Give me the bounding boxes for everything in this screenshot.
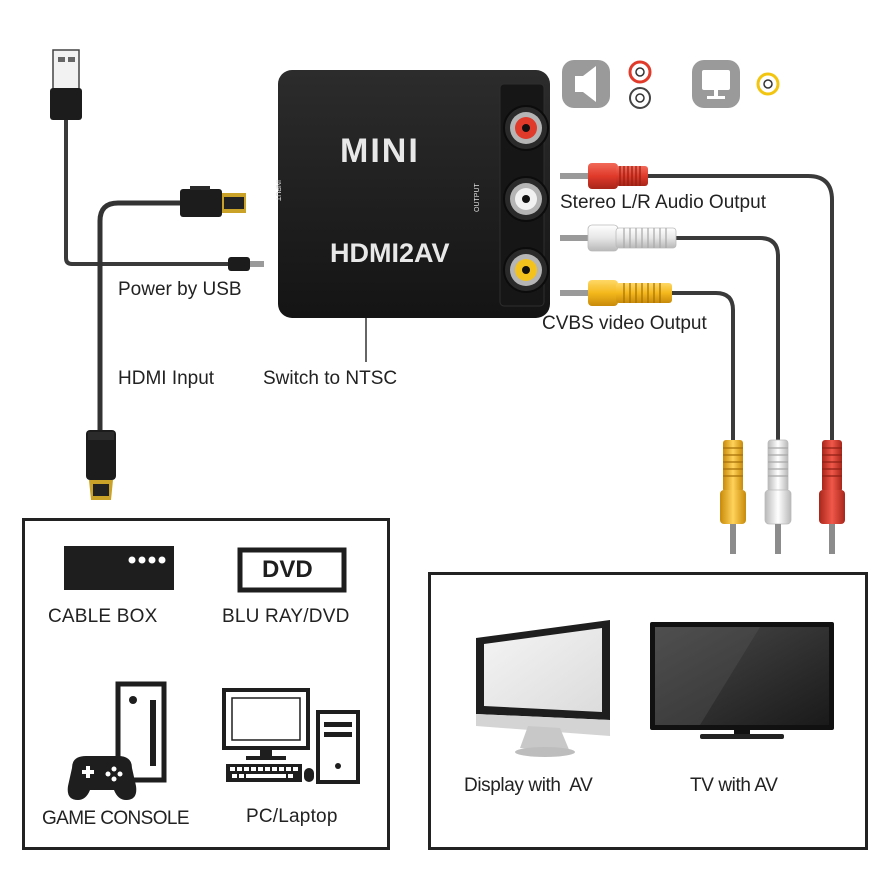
pc-laptop-label: PC/Laptop bbox=[246, 806, 338, 827]
cable-box-icon bbox=[64, 546, 174, 590]
output-port-label: OUTPUT bbox=[474, 183, 481, 212]
speaker-icon bbox=[562, 60, 610, 108]
converter-model-label: HDMI2AV bbox=[330, 238, 450, 268]
output-devices-panel bbox=[428, 572, 868, 850]
rca-plug-yellow-vertical bbox=[720, 440, 746, 554]
rca-cables bbox=[648, 174, 834, 440]
display-with-av-label: Display with AV bbox=[464, 775, 593, 796]
display-monitor-icon bbox=[476, 620, 610, 757]
cvbs-video-output-label: CVBS video Output bbox=[542, 313, 707, 334]
rca-plug-red-horizontal bbox=[560, 163, 648, 189]
hdmi-plug-top-icon bbox=[180, 186, 246, 217]
dvd-badge-text: DVD bbox=[262, 556, 313, 583]
pc-laptop-icon bbox=[222, 688, 360, 784]
hdmi-plug-bottom-icon bbox=[86, 430, 116, 500]
usb-plug-icon bbox=[50, 49, 82, 120]
power-plug-icon bbox=[228, 257, 264, 271]
hdmi-input-label: HDMI Input bbox=[118, 368, 215, 389]
switch-to-ntsc-label: Switch to NTSC bbox=[263, 368, 398, 389]
power-by-usb-label: Power by USB bbox=[118, 279, 242, 300]
dvd-badge-icon bbox=[237, 547, 347, 593]
audio-jack-red-icon bbox=[628, 60, 652, 84]
game-console-icon bbox=[67, 681, 167, 800]
converter-brand-label: MINI bbox=[340, 132, 420, 170]
rca-plug-red-vertical bbox=[819, 440, 845, 554]
tv-icon bbox=[650, 622, 834, 739]
rca-plug-yellow-horizontal bbox=[560, 280, 672, 306]
rca-socket-red bbox=[503, 105, 549, 151]
source-devices-panel bbox=[22, 518, 390, 850]
rca-plug-white-horizontal bbox=[560, 224, 677, 252]
monitor-icon bbox=[692, 60, 740, 108]
rca-socket-yellow bbox=[503, 247, 549, 293]
cable-box-label: CABLE BOX bbox=[48, 606, 158, 627]
stereo-audio-output-label: Stereo L/R Audio Output bbox=[560, 192, 766, 213]
usb-cable bbox=[64, 118, 232, 266]
game-console-label: GAME CONSOLE bbox=[42, 808, 190, 829]
input-port-label: INPUT bbox=[274, 180, 281, 201]
rca-plug-white-vertical bbox=[764, 439, 792, 554]
rca-socket-white bbox=[503, 176, 549, 222]
blu-ray-dvd-label: BLU RAY/DVD bbox=[222, 606, 350, 627]
audio-jack-white-icon bbox=[629, 87, 651, 109]
tv-with-av-label: TV with AV bbox=[690, 775, 778, 796]
video-jack-yellow-icon bbox=[756, 72, 780, 96]
hdmi-cable bbox=[97, 200, 180, 430]
